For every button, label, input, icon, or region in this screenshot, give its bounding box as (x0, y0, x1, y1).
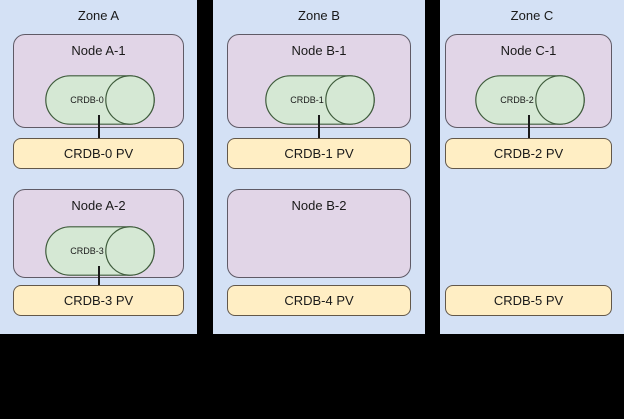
volume-crdb-4-pv-label: CRDB-4 PV (284, 292, 354, 308)
volume-crdb-1-pv[interactable]: CRDB-1 PV (227, 138, 411, 169)
volume-crdb-4-pv[interactable]: CRDB-4 PV (227, 285, 411, 316)
volume-crdb-0-pv-label: CRDB-0 PV (63, 145, 134, 161)
node-a-1[interactable]: Node A-1 CRDB-0 (13, 34, 184, 128)
zone-c-title: Zone C (510, 8, 554, 23)
node-a-2-label: Node A-2 (71, 198, 126, 213)
node-b-2[interactable]: Node B-2 (227, 189, 411, 278)
node-b-2-label: Node B-2 (291, 198, 347, 213)
zone-a: Zone A Node A-1 CRDB-0 CRDB-0 PV Node A-… (0, 0, 197, 334)
zone-b: Zone B Node B-1 CRDB-1 CRDB-1 PV Node B-… (213, 0, 425, 334)
database-crdb-3-label: CRDB-3 (70, 246, 104, 256)
node-c-1-label: Node C-1 (500, 43, 557, 58)
zone-a-title: Zone A (77, 8, 120, 23)
volume-crdb-3-pv[interactable]: CRDB-3 PV (13, 285, 184, 316)
connector-node-c-1-to-crdb-2-pv (528, 115, 530, 140)
node-b-1-label: Node B-1 (291, 43, 347, 58)
database-crdb-3[interactable]: CRDB-3 (45, 226, 155, 276)
connector-node-a-1-to-crdb-0-pv (98, 115, 100, 140)
volume-crdb-2-pv[interactable]: CRDB-2 PV (445, 138, 612, 169)
database-crdb-2-label: CRDB-2 (500, 95, 534, 105)
node-b-1[interactable]: Node B-1 CRDB-1 (227, 34, 411, 128)
database-crdb-1[interactable]: CRDB-1 (265, 75, 375, 125)
node-c-1[interactable]: Node C-1 CRDB-2 (445, 34, 612, 128)
connector-node-a-2-to-crdb-3-pv (98, 266, 100, 286)
database-crdb-0[interactable]: CRDB-0 (45, 75, 155, 125)
database-crdb-1-label: CRDB-1 (290, 95, 324, 105)
volume-crdb-5-pv[interactable]: CRDB-5 PV (445, 285, 612, 316)
volume-crdb-2-pv-label: CRDB-2 PV (493, 145, 564, 161)
connector-node-b-1-to-crdb-1-pv (318, 115, 320, 140)
node-a-1-label: Node A-1 (71, 43, 126, 58)
zone-c: Zone C Node C-1 CRDB-2 CRDB-2 PV CRDB-5 … (440, 0, 624, 334)
volume-crdb-5-pv-label: CRDB-5 PV (493, 292, 564, 308)
node-a-2[interactable]: Node A-2 CRDB-3 (13, 189, 184, 278)
database-crdb-0-label: CRDB-0 (70, 95, 104, 105)
volume-crdb-0-pv[interactable]: CRDB-0 PV (13, 138, 184, 169)
volume-crdb-3-pv-label: CRDB-3 PV (63, 292, 134, 308)
zone-b-title: Zone B (298, 8, 340, 23)
volume-crdb-1-pv-label: CRDB-1 PV (284, 145, 354, 161)
database-crdb-2[interactable]: CRDB-2 (475, 75, 585, 125)
